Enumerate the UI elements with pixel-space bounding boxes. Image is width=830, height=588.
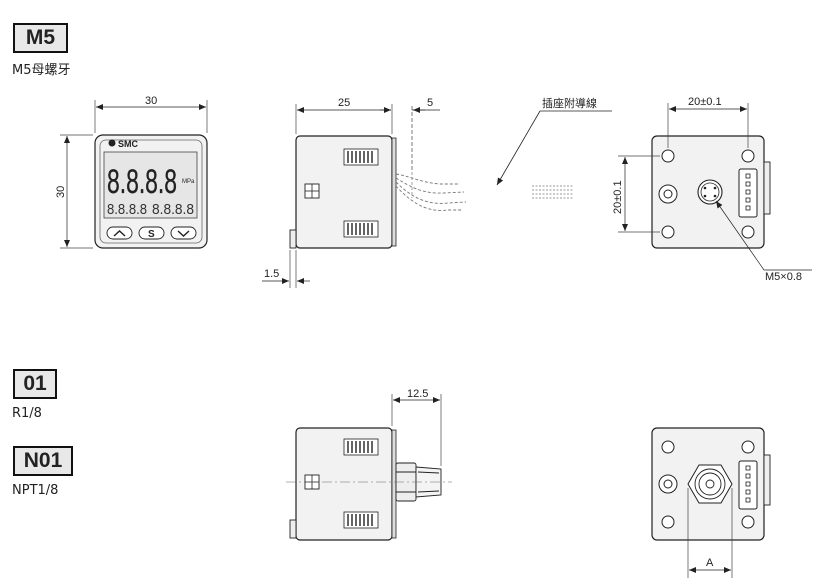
lcd-screen	[103, 151, 198, 219]
lcd-sub-digits-left: 8.8.8.8	[107, 201, 147, 218]
across-flats-dim: A	[706, 557, 714, 569]
variant-desc-01: R1/8	[12, 406, 42, 421]
variant-tag-m5: M5	[13, 23, 68, 53]
lcd-unit: MPa	[182, 179, 195, 185]
set-button-label: S	[148, 229, 155, 240]
variant-desc-n01: NPT1/8	[12, 483, 59, 498]
up-button[interactable]	[106, 226, 133, 240]
side-view-m5: 25 5 1.5	[262, 97, 467, 288]
lcd-main-digits: 8.8.8.8	[107, 163, 177, 201]
connector-label: 插座附導線	[542, 96, 597, 110]
up-arrow-icon	[113, 230, 126, 237]
vent-grille-top	[343, 148, 379, 166]
vent-grille-bottom-2	[343, 511, 379, 529]
set-button[interactable]	[138, 226, 165, 240]
rear-hole-pitch-v: 20±0.1	[612, 180, 624, 214]
lcd-sub-digits-right: 8.8.8.8	[152, 201, 194, 218]
front-height-dim: 30	[55, 186, 67, 198]
connector-socket	[738, 168, 758, 218]
down-button[interactable]	[170, 226, 197, 240]
variant-tag-01: 01	[13, 369, 57, 399]
front-width-dim: 30	[145, 95, 157, 107]
down-arrow-icon	[177, 230, 190, 237]
svg-text:SMC: SMC	[118, 139, 139, 149]
rear-view-m5: 20±0.1 20±0.1 M5×0.8	[612, 96, 812, 283]
connector-callout: 插座附導線	[496, 96, 612, 199]
connector-socket-2	[738, 460, 758, 510]
variant-desc-m5: M5母螺牙	[12, 63, 71, 78]
rear-thread-label: M5×0.8	[765, 271, 802, 283]
side-base-dim: 1.5	[264, 268, 279, 280]
m5-port	[697, 179, 723, 205]
connector-plug	[532, 185, 574, 199]
vent-grille-bottom	[343, 220, 379, 238]
side-depth-dim: 25	[338, 97, 350, 109]
variant-tag-n01: N01	[13, 446, 73, 476]
vent-grille-top-2	[343, 438, 379, 456]
fitting-length-dim: 12.5	[407, 388, 428, 400]
side-view-fitting: 12.5	[286, 388, 452, 541]
front-view: SMC 8.8.8.8 MPa 8.8.8.8 8.8.8.8 S 30 30	[55, 95, 208, 249]
hex-fitting-face	[687, 464, 733, 504]
rear-view-fitting: A	[651, 427, 771, 578]
side-connector-dim: 5	[427, 97, 433, 109]
rear-hole-pitch-h: 20±0.1	[688, 96, 722, 108]
connector-wires	[395, 172, 467, 211]
smc-logo: SMC	[108, 139, 139, 149]
